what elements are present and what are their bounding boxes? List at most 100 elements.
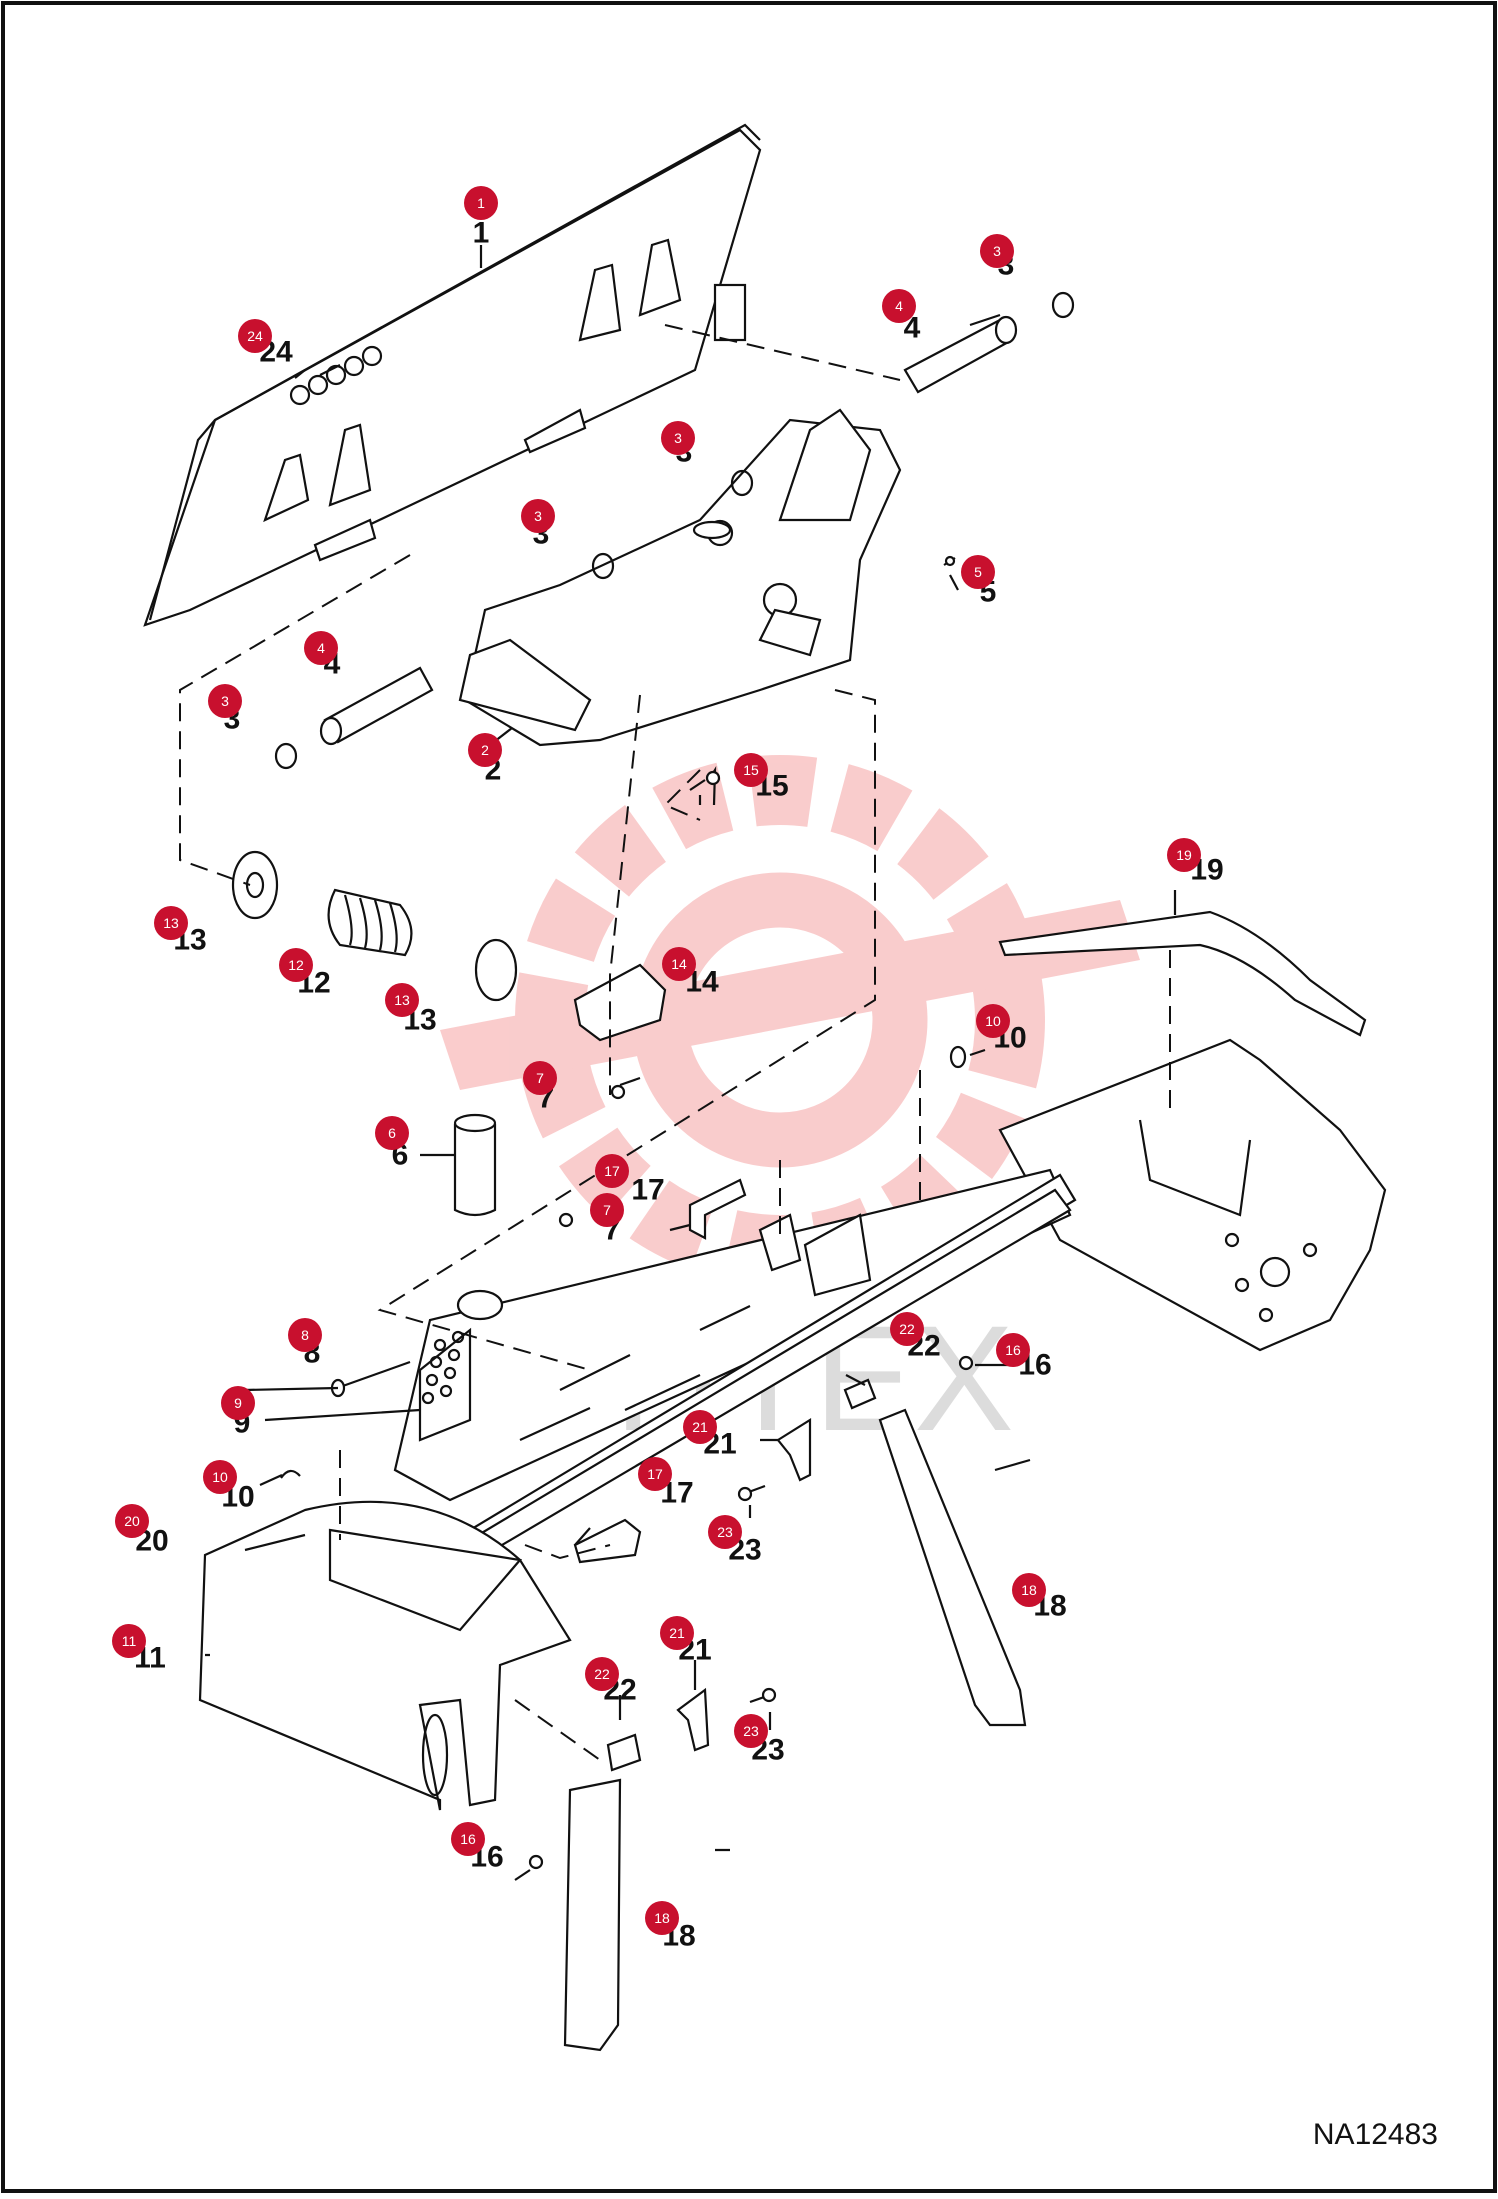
callout-1: 11: [464, 186, 498, 250]
assembly-lines: [179, 324, 1171, 1761]
callout-badge-number: 4: [317, 640, 325, 656]
callout-label: 17: [631, 1174, 664, 1207]
callout-badge: [662, 947, 696, 981]
callout-badge: [221, 1386, 255, 1420]
callout-badge-number: 16: [1005, 1342, 1021, 1358]
callout-badge: [980, 234, 1014, 268]
callout-badge: [279, 948, 313, 982]
callout-badge: [660, 1616, 694, 1650]
callout-2: 22: [468, 733, 502, 787]
callout-layer: 1122333333334444556677778899101010101111…: [112, 186, 1224, 1953]
callout-badge-number: 17: [604, 1163, 620, 1179]
spring-plate: [573, 963, 667, 1042]
callout-badge-number: 10: [985, 1013, 1001, 1029]
callout-badge: [638, 1457, 672, 1491]
callout-badge: [115, 1504, 149, 1538]
pivot-bracket: [458, 408, 902, 747]
callout-7: 77: [590, 1193, 624, 1247]
callout-badge: [585, 1657, 619, 1691]
handle-upper: [688, 1178, 747, 1240]
callout-4: 44: [882, 289, 921, 345]
handle-lower: [573, 1518, 642, 1564]
fender-strap: [998, 910, 1367, 1037]
callout-badge-number: 10: [212, 1469, 228, 1485]
callout-badge: [1012, 1573, 1046, 1607]
callout-badge-number: 9: [234, 1395, 242, 1411]
drawing-number: NA12483: [1312, 2118, 1438, 2151]
callout-badge-number: 7: [603, 1202, 611, 1218]
callout-badge-number: 22: [594, 1666, 610, 1682]
callout-badge-number: 15: [743, 762, 759, 778]
hardware-nuts: [280, 555, 974, 1870]
callout-badge-number: 11: [122, 1633, 137, 1649]
callout-badge-number: 20: [124, 1513, 140, 1529]
spring-assembly: [231, 850, 518, 1002]
callout-badge: [661, 421, 695, 455]
callout-badge-number: 19: [1176, 847, 1192, 863]
callout-label: 1: [473, 217, 490, 250]
callout-badge: [996, 1333, 1030, 1367]
callout-badge-number: 22: [899, 1321, 915, 1337]
main-frame: [198, 1038, 1387, 1811]
callout-badge-number: 6: [388, 1125, 396, 1141]
callout-6: 66: [375, 1116, 409, 1172]
retaining-rings: [274, 291, 1075, 770]
callout-badge-number: 16: [460, 1831, 476, 1847]
callout-badge: [961, 555, 995, 589]
callout-badge: [595, 1154, 629, 1188]
callout-badge-number: 21: [669, 1625, 685, 1641]
callout-badge-number: 4: [895, 298, 903, 314]
callout-badge: [238, 319, 272, 353]
callout-8: 88: [288, 1318, 322, 1370]
callout-badge: [385, 983, 419, 1017]
callout-3: 33: [208, 684, 242, 736]
leg-bracket-upper: [776, 1418, 812, 1482]
callout-3: 33: [521, 499, 555, 551]
callout-badge: [521, 499, 555, 533]
callout-badge: [288, 1318, 322, 1352]
callout-badge: [734, 1714, 768, 1748]
callout-badge: [590, 1193, 624, 1227]
callout-badge: [645, 1901, 679, 1935]
callout-badge: [708, 1515, 742, 1549]
callout-badge: [451, 1822, 485, 1856]
wear-pad-bolts: [421, 1330, 465, 1405]
cap-lower: [606, 1733, 642, 1772]
callout-badge-number: 14: [671, 956, 687, 972]
callout-badge: [208, 684, 242, 718]
callout-badge-number: 1: [477, 195, 485, 211]
callout-badge-number: 18: [654, 1910, 670, 1926]
callout-9: 99: [221, 1386, 255, 1440]
callout-badge-number: 3: [993, 243, 1001, 259]
callout-badge-number: 3: [534, 508, 542, 524]
bolt: [330, 1360, 411, 1398]
callout-badge-number: 12: [288, 957, 304, 973]
attach-plate: [143, 123, 762, 627]
pivot-pin-lower: [319, 666, 434, 746]
callout-badge-number: 2: [481, 742, 489, 758]
callout-badge: [882, 289, 916, 323]
callout-badge: [890, 1312, 924, 1346]
callout-badge-number: 23: [717, 1524, 733, 1540]
callout-badge-number: 13: [394, 992, 410, 1008]
